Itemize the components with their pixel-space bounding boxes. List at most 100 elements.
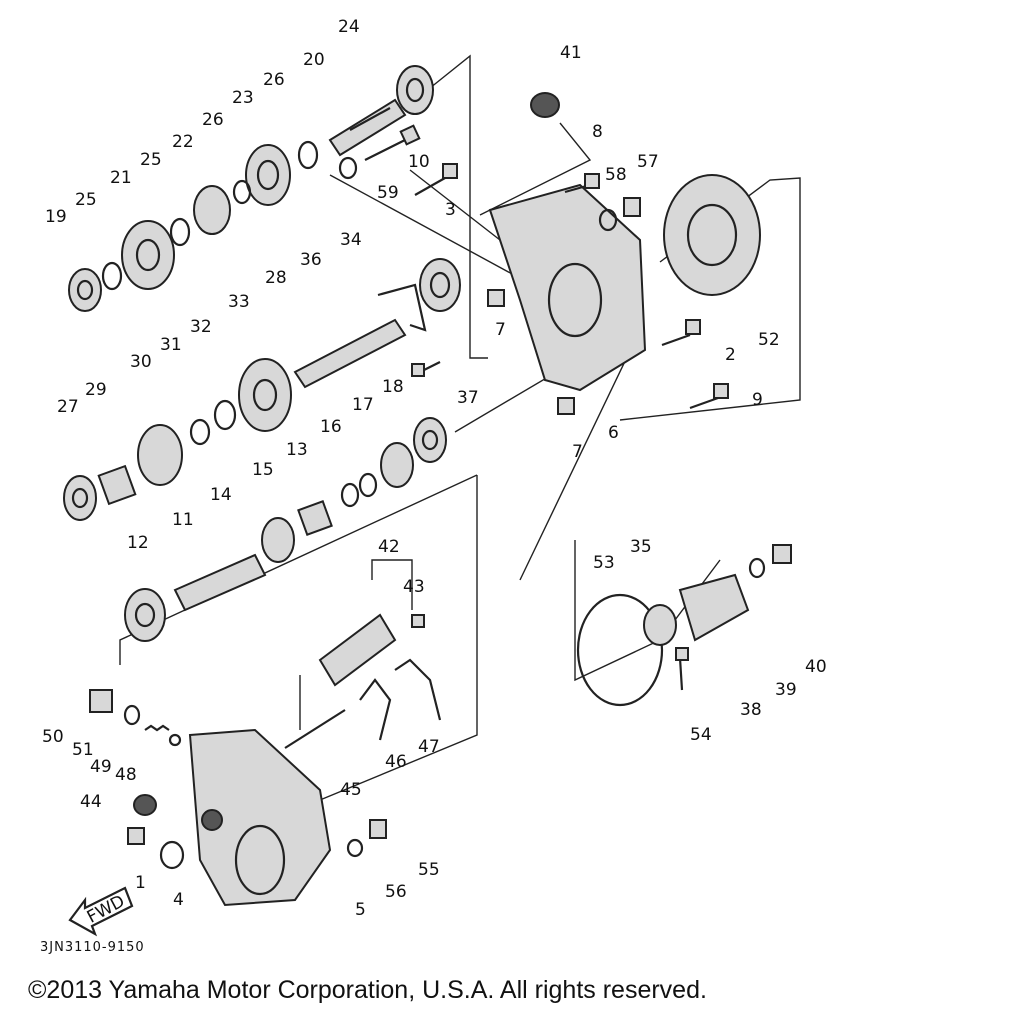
callout-25a: 25 [140, 150, 162, 170]
callout-16: 16 [320, 417, 342, 437]
callout-42: 42 [378, 537, 400, 557]
part-washer-25a [169, 217, 191, 247]
callout-21: 21 [110, 168, 132, 188]
part-gasket-53 [576, 593, 664, 707]
callout-45: 45 [340, 780, 362, 800]
callout-28: 28 [265, 268, 287, 288]
callout-27: 27 [57, 397, 79, 417]
part-gear-17 [380, 442, 414, 488]
part-gear-30 [137, 424, 183, 486]
part-shaft-20 [328, 98, 407, 157]
part-bearing-19 [68, 268, 102, 312]
part-bearing-18 [413, 417, 447, 463]
part-washer-58 [598, 208, 618, 232]
callout-38: 38 [740, 700, 762, 720]
drawing-code: 3JN3110-9150 [40, 940, 145, 955]
part-housing-5 [188, 728, 332, 907]
callout-22: 22 [172, 132, 194, 152]
callout-8: 8 [592, 122, 603, 142]
part-circlip-26b [232, 179, 252, 205]
part-washer-59 [338, 156, 358, 180]
part-bearing-12 [124, 588, 166, 642]
part-nut-40 [772, 544, 792, 564]
part-bolt-37 [411, 361, 441, 377]
callout-9: 9 [752, 390, 763, 410]
callout-11: 11 [172, 510, 194, 530]
part-bolt-10 [364, 124, 421, 161]
callout-41: 41 [560, 43, 582, 63]
callout-4: 4 [173, 890, 184, 910]
part-washer-51 [123, 704, 141, 726]
callout-47: 47 [418, 737, 440, 757]
part-washer-25b [101, 261, 123, 291]
callout-18: 18 [382, 377, 404, 397]
part-bearing-27 [63, 475, 97, 521]
part-bolt-9 [689, 383, 729, 410]
part-plug-50 [89, 689, 113, 713]
callout-10: 10 [408, 152, 430, 172]
part-bolt-3 [414, 163, 458, 196]
part-plug-57 [623, 197, 641, 217]
part-bolt-55 [369, 819, 387, 839]
callout-26b: 26 [202, 110, 224, 130]
callout-labels: 1 2 3 4 5 6 7 7 8 9 10 11 12 13 14 15 16… [42, 17, 827, 920]
part-fork-47 [394, 658, 442, 721]
callout-46: 46 [385, 752, 407, 772]
part-gear-22 [193, 185, 231, 235]
callout-26a: 26 [263, 70, 285, 90]
callout-29: 29 [85, 380, 107, 400]
callout-43: 43 [403, 577, 425, 597]
callout-49: 49 [90, 757, 112, 777]
callout-57: 57 [637, 152, 659, 172]
callout-35: 35 [630, 537, 652, 557]
part-bolt-54 [675, 647, 689, 691]
part-dowel-1 [127, 827, 145, 845]
part-shaft-11 [173, 553, 267, 612]
callout-40: 40 [805, 657, 827, 677]
callout-25b: 25 [75, 190, 97, 210]
part-seal-41 [530, 92, 560, 118]
callout-59: 59 [377, 183, 399, 203]
part-ball-48 [168, 733, 182, 747]
callout-6: 6 [608, 423, 619, 443]
part-shaft-28 [293, 318, 407, 389]
callout-5: 5 [355, 900, 366, 920]
callout-1: 1 [135, 873, 146, 893]
callout-13: 13 [286, 440, 308, 460]
part-circlip-16 [358, 472, 378, 498]
part-bearing-24 [396, 65, 434, 115]
callout-55: 55 [418, 860, 440, 880]
callout-7b: 7 [572, 442, 583, 462]
callout-14: 14 [210, 485, 232, 505]
callout-20: 20 [303, 50, 325, 70]
part-bolt-2 [661, 319, 701, 347]
callout-54: 54 [690, 725, 712, 745]
fwd-arrow-icon: FWD [68, 886, 134, 937]
part-circlip-26a [297, 140, 319, 170]
part-gear-23 [245, 144, 291, 206]
callout-48: 48 [115, 765, 137, 785]
part-gear-33 [238, 358, 292, 432]
part-gear-14 [261, 517, 295, 563]
part-rod-45 [284, 709, 346, 749]
callout-32: 32 [190, 317, 212, 337]
callout-50: 50 [42, 727, 64, 747]
leader-lines [119, 54, 801, 801]
callout-30: 30 [130, 352, 152, 372]
callout-58: 58 [605, 165, 627, 185]
callout-34: 34 [340, 230, 362, 250]
part-washer-32 [213, 399, 237, 431]
callout-17: 17 [352, 395, 374, 415]
callout-37: 37 [457, 388, 479, 408]
part-seal-44 [133, 794, 157, 816]
callout-39: 39 [775, 680, 797, 700]
callout-31: 31 [160, 335, 182, 355]
part-bearing-34 [419, 258, 461, 312]
part-seal-35 [643, 604, 677, 646]
callout-19: 19 [45, 207, 67, 227]
part-fork-46 [359, 678, 392, 741]
part-washer-39 [748, 557, 766, 579]
callout-56: 56 [385, 882, 407, 902]
copyright-notice: ©2013 Yamaha Motor Corporation, U.S.A. A… [28, 976, 707, 1004]
